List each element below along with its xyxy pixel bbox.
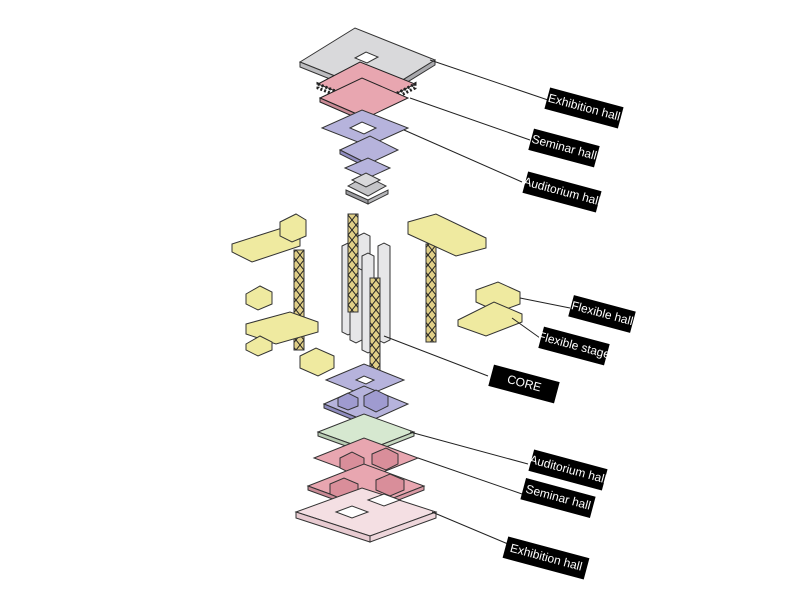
top-exhibition-frame [316, 61, 417, 123]
right-flexible-elements [407, 213, 523, 337]
label-flexible-hall: Flexible hall [568, 295, 636, 333]
bottom-core-level [322, 363, 410, 427]
label-bottom-exhibition-hall: Exhibition hall [502, 536, 590, 580]
flexible-stage-block [457, 301, 523, 337]
bottom-exhibition-base [294, 487, 438, 543]
flexible-hall-block [475, 281, 521, 313]
top-seminar-level [320, 109, 410, 179]
label-top-auditorium-hall: Auditorium hall [522, 171, 602, 213]
label-top-exhibition-hall: Exhibition hall [544, 87, 624, 129]
label-top-seminar-hall: Seminar hall [528, 128, 600, 168]
label-core: CORE [488, 364, 560, 404]
roof-opening [353, 51, 380, 64]
top-auditorium-stepped [345, 172, 389, 205]
leader-lines [383, 59, 571, 545]
left-flexible-elements [231, 213, 335, 377]
label-flexible-stage: Flexible stage [537, 326, 612, 366]
